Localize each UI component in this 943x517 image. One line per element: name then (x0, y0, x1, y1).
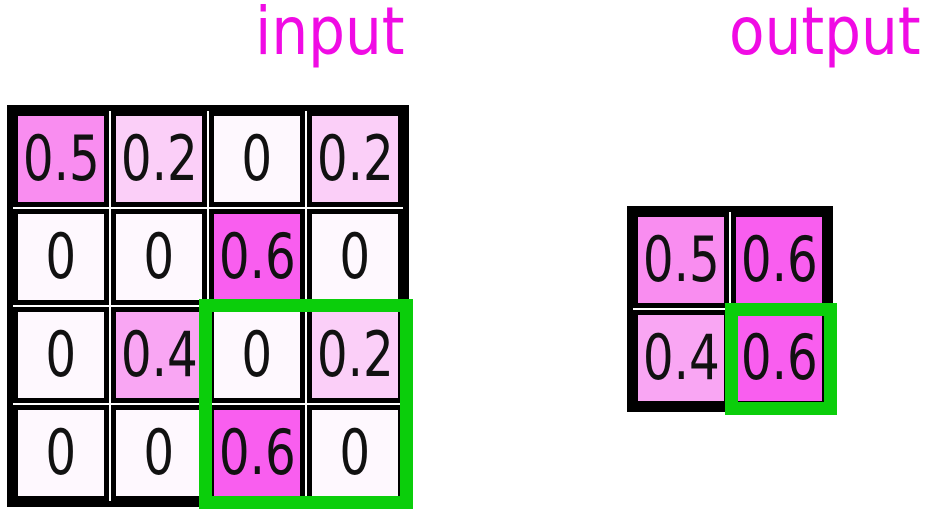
input-grid-value-r0c0: 0.5 (22, 122, 100, 195)
input-grid-cell-r0c1: 0.2 (111, 111, 207, 207)
input-grid-cell-r1c3: 0 (307, 209, 403, 305)
input-grid-cell-r1c0: 0 (13, 209, 109, 305)
input-grid-cell-r0c2: 0 (209, 111, 305, 207)
output-grid-value-r1c0: 0.4 (642, 321, 720, 394)
input-grid-value-r2c2: 0 (241, 318, 273, 391)
input-grid-value-r0c1: 0.2 (120, 122, 198, 195)
input-grid-cell-r2c0: 0 (13, 307, 109, 403)
input-grid-value-r1c3: 0 (339, 220, 371, 293)
input-grid-cell-r2c1: 0.4 (111, 307, 207, 403)
input-grid-cell-r1c1: 0 (111, 209, 207, 305)
input-grid-value-r2c3: 0.2 (316, 318, 394, 391)
input-title-text: input (255, 0, 405, 70)
output-grid-value-r1c1: 0.6 (740, 321, 818, 394)
output-matrix-grid: 0.5 0.6 0.4 0.6 (627, 206, 833, 412)
input-grid-value-r3c3: 0 (339, 416, 371, 489)
input-grid-value-r1c1: 0 (143, 220, 175, 293)
input-grid-cell-r0c0: 0.5 (13, 111, 109, 207)
input-title: input (130, 0, 530, 70)
input-grid-value-r3c1: 0 (143, 416, 175, 489)
output-title: output (625, 0, 943, 70)
input-grid-cell-r3c3: 0 (307, 405, 403, 501)
output-grid-cell-r1c1: 0.6 (731, 310, 827, 406)
input-grid-cell-r3c2: 0.6 (209, 405, 305, 501)
input-grid-cell-r1c2: 0.6 (209, 209, 305, 305)
output-grid-value-r0c0: 0.5 (642, 223, 720, 296)
output-grid-cell-r0c1: 0.6 (731, 212, 827, 308)
input-grid-cell-r0c3: 0.2 (307, 111, 403, 207)
input-grid-cell-r3c1: 0 (111, 405, 207, 501)
output-title-text: output (729, 0, 921, 70)
input-grid-value-r0c3: 0.2 (316, 122, 394, 195)
input-grid-value-r0c2: 0 (241, 122, 273, 195)
input-grid-value-r3c0: 0 (45, 416, 77, 489)
input-grid-cell-r3c0: 0 (13, 405, 109, 501)
input-grid-value-r1c2: 0.6 (218, 220, 296, 293)
output-grid-cell-r0c0: 0.5 (633, 212, 729, 308)
input-grid-cell-r2c2: 0 (209, 307, 305, 403)
input-grid-cell-r2c3: 0.2 (307, 307, 403, 403)
output-grid-value-r0c1: 0.6 (740, 223, 818, 296)
input-grid-value-r2c0: 0 (45, 318, 77, 391)
input-grid-value-r2c1: 0.4 (120, 318, 198, 391)
output-grid-cell-r1c0: 0.4 (633, 310, 729, 406)
input-grid-value-r3c2: 0.6 (218, 416, 296, 489)
input-grid-value-r1c0: 0 (45, 220, 77, 293)
